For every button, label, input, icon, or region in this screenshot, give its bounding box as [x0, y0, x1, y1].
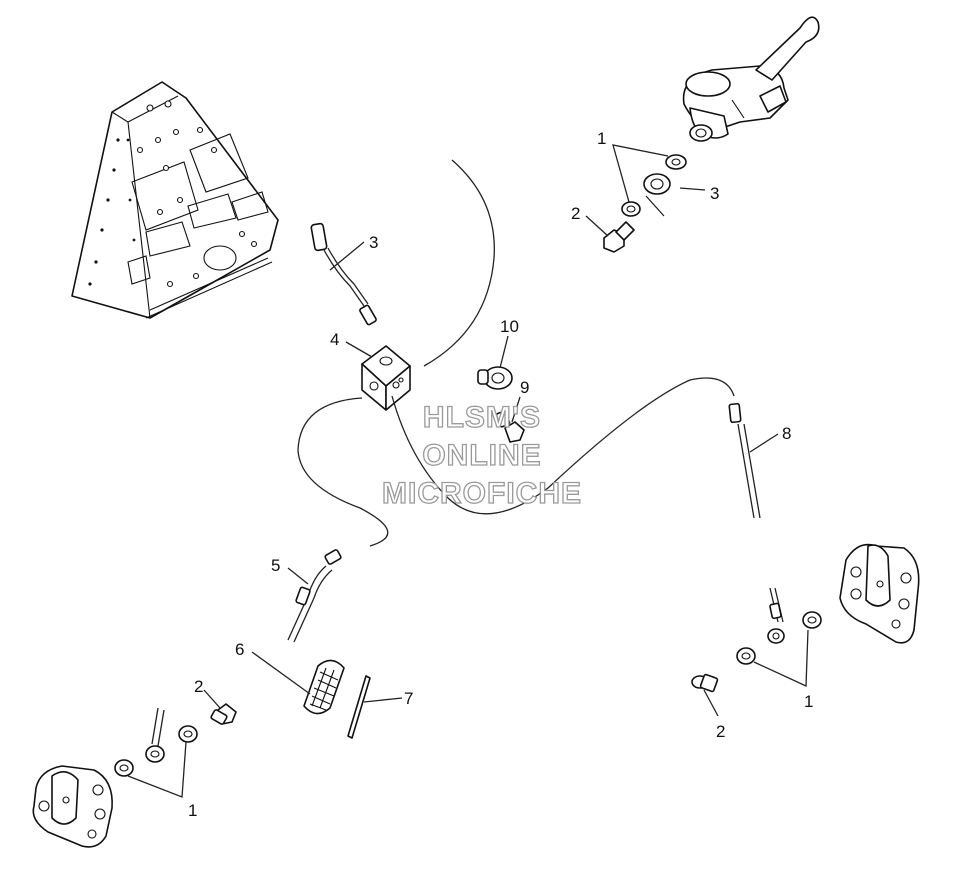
left-brake-line: [287, 549, 342, 643]
left-brake-caliper: [32, 765, 113, 848]
callout-right-brake-line: 8: [782, 424, 791, 443]
callout-fitting: 9: [520, 378, 529, 397]
brake-hose-routing: [297, 159, 735, 547]
callout-left-bolt: 2: [194, 677, 203, 696]
callout-junction-block: 4: [330, 330, 339, 349]
right-brake-line: [728, 402, 785, 644]
left-caliper-washer-b: [114, 759, 134, 777]
right-caliper-washer-b: [736, 647, 756, 665]
protective-sleeve: [303, 659, 345, 715]
callout-clip-rod: 7: [404, 689, 413, 708]
right-brake-caliper: [839, 543, 920, 644]
junction-block: [361, 345, 411, 411]
watermark-line-2: ONLINE: [422, 439, 541, 472]
callout-master-cyl-bolt: 2: [571, 204, 580, 223]
left-banjo-bolt: [210, 703, 237, 725]
master-cylinder-assembly: [682, 16, 820, 142]
callout-right-washers: 1: [804, 692, 813, 711]
callout-master-cyl-washer: 1: [597, 129, 606, 148]
callout-numbers: 1 3 2 3 4 10 9 8 5 6 7 1 2 2 1: [188, 129, 813, 820]
watermark-line-3: MICROFICHE: [382, 477, 582, 510]
right-banjo-bolt: [691, 673, 719, 693]
bleeder-fitting: [495, 410, 525, 443]
frame-bulkhead-panel: [71, 81, 279, 319]
master-cyl-washer-b: [643, 173, 671, 217]
left-lower-brake-line: [145, 707, 165, 763]
watermark-line-1: HLSM'S: [423, 401, 541, 434]
master-cyl-washer: [665, 154, 687, 170]
upper-brake-line: [310, 222, 377, 326]
fitting-cap: [477, 366, 513, 390]
callout-master-cyl-washer-b: 3: [710, 184, 719, 203]
callout-right-bolt: 2: [716, 722, 725, 741]
callout-cap: 10: [500, 317, 519, 336]
callout-left-brake-line: 5: [271, 556, 280, 575]
master-cyl-banjo-bolt: [603, 221, 635, 253]
callout-upper-brake-line: 3: [369, 233, 378, 252]
master-cyl-sealing-washer: [621, 201, 641, 217]
watermark: HLSM'S ONLINE MICROFICHE: [381, 400, 582, 510]
callout-protective-sleeve: 6: [235, 640, 244, 659]
leader-lines: [127, 144, 809, 798]
left-caliper-washer-a: [178, 725, 198, 743]
right-caliper-washer-a: [802, 611, 822, 629]
clip-rod: [347, 675, 371, 739]
callout-left-washers: 1: [188, 801, 197, 820]
